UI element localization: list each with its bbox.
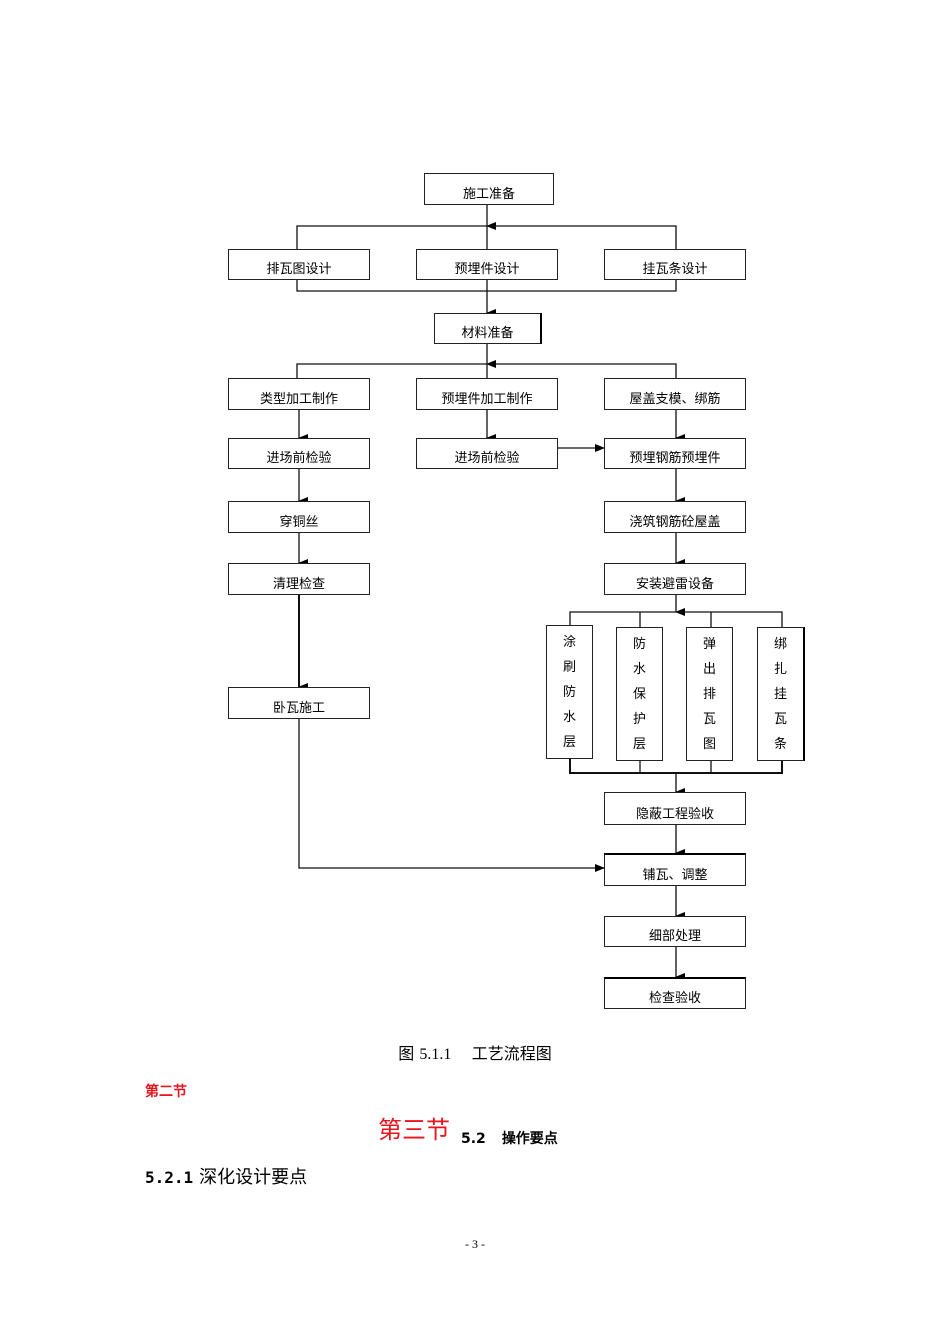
caption-number: 5.1.1 bbox=[419, 1046, 452, 1063]
node-label: 预埋件加工制作 bbox=[441, 392, 533, 407]
heading-5-2: 5.2 操作要点 bbox=[461, 1128, 558, 1148]
node-waterproof-coat: 涂 刷 防 水 层 bbox=[546, 625, 593, 759]
node-label: 安装避雷设备 bbox=[635, 577, 714, 592]
caption-title: 工艺流程图 bbox=[471, 1044, 552, 1063]
char: 挂 bbox=[773, 686, 787, 702]
node-material-prep: 材料准备 bbox=[434, 313, 542, 344]
char: 防 bbox=[632, 636, 646, 652]
node-lay-tile: 卧瓦施工 bbox=[228, 687, 370, 719]
figure-caption: 图 5.1.1 工艺流程图 bbox=[0, 1040, 950, 1064]
node-label: 穿铜丝 bbox=[279, 515, 319, 530]
node-tie-battens: 绑 扎 挂 瓦 条 bbox=[757, 627, 805, 761]
char: 弹 bbox=[702, 636, 716, 652]
section-3-label: 第三节 bbox=[378, 1116, 450, 1144]
char: 水 bbox=[562, 709, 576, 725]
char: 保 bbox=[632, 686, 646, 702]
node-type-fabrication: 类型加工制作 bbox=[228, 378, 370, 410]
node-pour-roof: 浇筑钢筋砼屋盖 bbox=[604, 501, 746, 533]
arrow-lay-to-tile bbox=[298, 719, 605, 872]
node-label: 预埋钢筋预埋件 bbox=[629, 451, 721, 466]
heading-title: 深化设计要点 bbox=[199, 1167, 308, 1188]
node-inspect-mid: 进场前检验 bbox=[416, 438, 558, 469]
node-label: 浇筑钢筋砼屋盖 bbox=[629, 515, 721, 530]
char: 扎 bbox=[773, 661, 787, 677]
node-batten-design: 挂瓦条设计 bbox=[604, 249, 746, 280]
char: 瓦 bbox=[702, 711, 716, 727]
node-prep: 施工准备 bbox=[424, 173, 554, 205]
char: 排 bbox=[702, 686, 716, 702]
node-embedded-fabrication: 预埋件加工制作 bbox=[416, 378, 558, 410]
node-label: 材料准备 bbox=[461, 326, 514, 341]
heading-number: 5.2.1 bbox=[145, 1168, 194, 1187]
node-waterproof-protect: 防 水 保 护 层 bbox=[616, 627, 663, 761]
node-label: 清理检查 bbox=[272, 577, 325, 592]
node-concealed-accept: 隐蔽工程验收 bbox=[604, 792, 746, 825]
node-detail-work: 细部处理 bbox=[604, 916, 746, 947]
heading-number: 5.2 bbox=[461, 1131, 486, 1147]
node-label: 类型加工制作 bbox=[259, 392, 338, 407]
node-label: 屋盖支模、绑筋 bbox=[629, 392, 721, 407]
section-2-label: 第二节 bbox=[145, 1084, 187, 1100]
node-label: 挂瓦条设计 bbox=[642, 262, 708, 277]
node-label: 排瓦图设计 bbox=[266, 262, 332, 277]
node-inspect-left: 进场前检验 bbox=[228, 438, 370, 469]
char: 水 bbox=[632, 661, 646, 677]
node-label: 检查验收 bbox=[648, 991, 701, 1006]
heading-title: 操作要点 bbox=[501, 1131, 558, 1147]
node-copper-wire: 穿铜丝 bbox=[228, 501, 370, 533]
char: 层 bbox=[632, 736, 646, 752]
node-final-accept: 检查验收 bbox=[604, 977, 746, 1009]
page-number: - 3 - bbox=[465, 1237, 485, 1251]
node-label: 施工准备 bbox=[462, 187, 515, 202]
node-label: 预埋件设计 bbox=[454, 262, 520, 277]
node-tile-layout-design: 排瓦图设计 bbox=[228, 249, 370, 280]
char: 层 bbox=[562, 734, 576, 750]
node-clean-check: 清理检查 bbox=[228, 563, 370, 595]
char: 刷 bbox=[562, 659, 576, 675]
char: 瓦 bbox=[773, 711, 787, 727]
node-tile-adjust: 铺瓦、调整 bbox=[604, 853, 746, 886]
char: 防 bbox=[562, 684, 576, 700]
node-label: 卧瓦施工 bbox=[272, 701, 325, 716]
node-snap-layout: 弹 出 排 瓦 图 bbox=[686, 627, 733, 761]
char: 护 bbox=[632, 711, 646, 727]
node-lightning: 安装避雷设备 bbox=[604, 563, 746, 595]
branch-four bbox=[569, 611, 783, 627]
node-label: 进场前检验 bbox=[454, 451, 520, 466]
node-embed-rebar: 预埋钢筋预埋件 bbox=[604, 438, 746, 469]
flowchart-connectors bbox=[296, 205, 783, 981]
char: 绑 bbox=[773, 636, 787, 652]
heading-5-2-1: 5.2.1 深化设计要点 bbox=[145, 1163, 307, 1189]
node-roof-formwork: 屋盖支模、绑筋 bbox=[604, 378, 746, 410]
char: 条 bbox=[773, 736, 787, 752]
node-embedded-design: 预埋件设计 bbox=[416, 249, 558, 280]
merge-four bbox=[569, 757, 783, 774]
node-label: 细部处理 bbox=[648, 929, 701, 944]
node-label: 铺瓦、调整 bbox=[642, 868, 708, 883]
caption-prefix: 图 bbox=[398, 1044, 415, 1063]
char: 涂 bbox=[562, 634, 576, 650]
char: 图 bbox=[702, 736, 716, 752]
node-label: 进场前检验 bbox=[266, 451, 332, 466]
node-label: 隐蔽工程验收 bbox=[635, 807, 714, 822]
char: 出 bbox=[702, 661, 716, 677]
